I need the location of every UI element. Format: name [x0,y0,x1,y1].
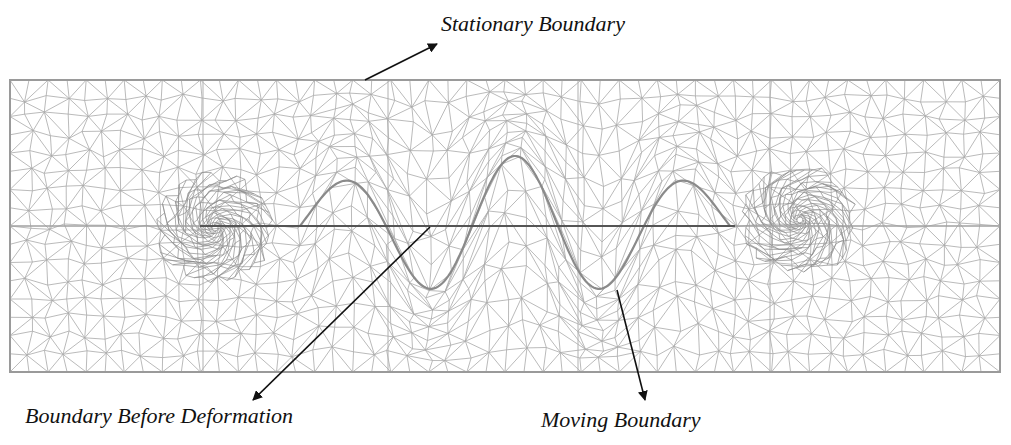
boundary-label: Moving Boundary [538,408,703,432]
leader-arrow [253,227,430,400]
refined-mesh-cluster [157,172,273,282]
stationary-boundary [10,80,1000,372]
leader-arrow [617,290,645,400]
refined-mesh-cluster [742,168,855,272]
triangular-mesh [10,80,1000,372]
boundary-label: Boundary Before Deformation [22,404,296,428]
leader-arrow [365,44,437,80]
boundary-label: Stationary Boundary [438,12,628,36]
mesh-lines [10,80,1000,372]
boundary-before-deformation [200,225,735,227]
mid-line [10,225,1000,227]
moving-boundary [300,156,730,289]
